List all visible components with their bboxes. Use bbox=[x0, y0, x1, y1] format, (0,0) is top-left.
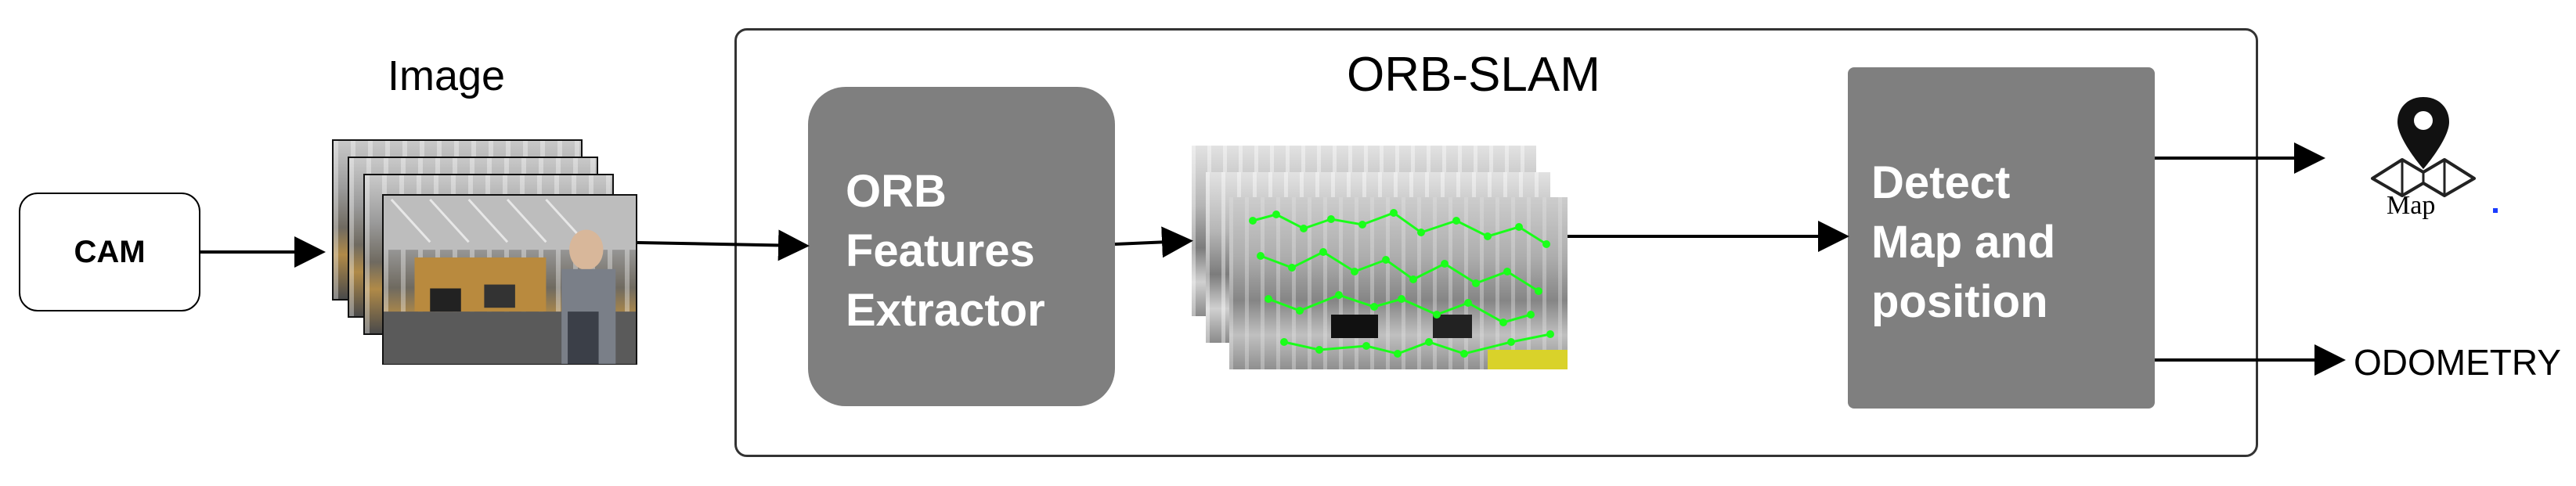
detect-map-position: Detect Map and position bbox=[1848, 67, 2155, 409]
feature-frame-front bbox=[1229, 197, 1568, 369]
orb-line-1: ORB bbox=[846, 166, 947, 217]
orb-features-extractor: ORB Features Extractor bbox=[808, 87, 1115, 406]
arrow-orb-to-features bbox=[1114, 226, 1193, 258]
detect-line-3: position bbox=[1871, 276, 2048, 327]
image-frame-front bbox=[382, 194, 637, 365]
map-pin-icon bbox=[2371, 97, 2476, 197]
blue-dot bbox=[2493, 208, 2498, 213]
image-stack bbox=[332, 139, 637, 366]
odometry-label: ODOMETRY bbox=[2354, 342, 2561, 383]
office-scene bbox=[384, 196, 636, 365]
detect-line-2: Map and bbox=[1871, 217, 2056, 268]
detect-line-1: Detect bbox=[1871, 157, 2011, 208]
orb-line-2: Features bbox=[846, 225, 1035, 276]
orb-keypoints bbox=[1229, 197, 1568, 369]
feature-frame-stack bbox=[1192, 146, 1568, 369]
map-output: Map bbox=[2365, 91, 2482, 232]
arrow-image-to-orb bbox=[637, 229, 810, 261]
orb-line-3: Extractor bbox=[846, 285, 1045, 336]
map-label: Map bbox=[2387, 191, 2436, 220]
image-label: Image bbox=[388, 52, 506, 99]
cam-label: CAM bbox=[74, 234, 146, 269]
cam-node: CAM bbox=[19, 193, 200, 311]
orb-slam-title: ORB-SLAM bbox=[1347, 48, 1600, 102]
orb-slam-container bbox=[734, 28, 2258, 457]
